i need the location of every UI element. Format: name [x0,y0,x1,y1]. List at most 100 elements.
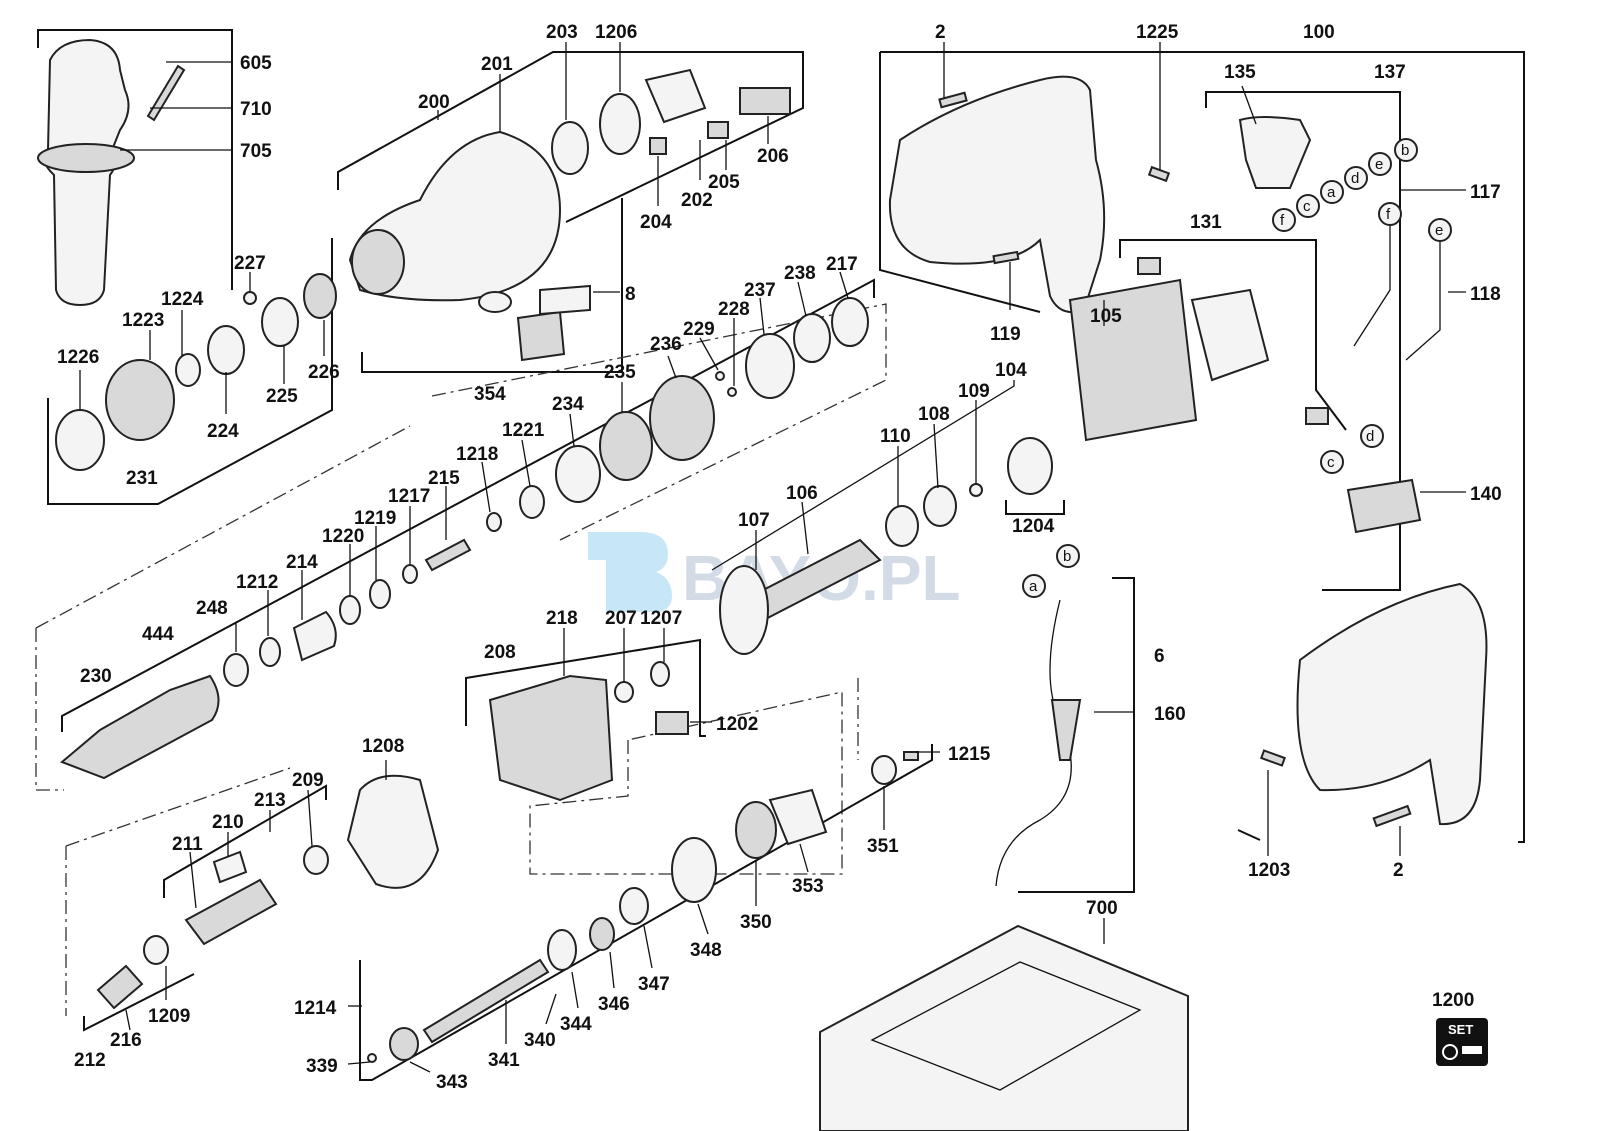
handle-collar-icon [37,143,135,173]
leader-347 [643,925,653,969]
label-110: 110 [880,426,911,447]
terminal-e-label: e [1375,156,1383,173]
label-237: 237 [744,280,776,301]
leader-236 [667,355,677,379]
sleeve-214-icon [292,610,337,662]
plate-225-icon [261,297,299,347]
bracket-6 [1018,577,1135,893]
label-230: 230 [80,666,112,687]
brush-d-icon [1360,424,1384,448]
label-1203: 1203 [1248,860,1290,881]
leader-1221 [521,439,531,487]
washer-347-icon [619,887,649,925]
clip-206-icon [739,87,791,115]
pin-215-icon [424,538,472,572]
cord-a-label: a [1029,578,1038,595]
complete-tool-group: 1203 2 [1248,582,1488,881]
assembled-drill-icon [1296,582,1488,826]
bracket-231 [47,238,333,505]
ring-1212-icon [259,637,281,667]
label-1221: 1221 [502,420,545,441]
leader-339 [347,1061,371,1065]
label-202: 202 [681,190,713,211]
label-1220: 1220 [322,526,364,547]
label-207: 207 [605,608,637,629]
spindle-230-icon [60,674,220,780]
bracket-131 [1119,239,1347,431]
shaft-341-icon [422,958,550,1044]
gasket-1208-icon [346,774,440,889]
set-ring-icon [1442,1044,1458,1060]
handle-screw-icon [146,64,186,122]
sleeve-1223-icon [105,359,175,441]
sleeve-211-icon [184,878,278,946]
watermark-b-icon [588,532,672,612]
clutch-235-icon [599,411,653,481]
label-140: 140 [1470,484,1502,505]
cord-b-icon [1056,544,1080,568]
washer-248-icon [223,653,249,687]
set-icon-text: SET [1448,1022,1473,1037]
ball-227-icon [243,291,257,305]
label-204: 204 [640,212,672,233]
terminal-f-label: f [1280,212,1285,229]
wire-f-label: f [1386,206,1391,223]
screw-119-icon [992,250,1020,265]
label-1225: 1225 [1136,22,1179,43]
wire-117-icon [1353,226,1391,347]
handle-bracket [37,29,233,290]
label-344: 344 [560,1014,592,1035]
label-444: 444 [142,624,174,645]
leader-209 [307,789,313,847]
label-108: 108 [918,404,950,425]
label-119: 119 [990,324,1021,345]
label-208: 208 [484,642,516,663]
leader-1218 [481,461,491,513]
flange-348-icon [671,837,717,903]
set-screw-icon [1462,1046,1482,1054]
label-131: 131 [1190,212,1222,233]
label-206: 206 [757,146,789,167]
carry-case-icon [819,924,1189,1131]
motor-group: c d 105 104 109 108 110 106 107 1204 140 [711,278,1502,655]
washer-224-icon [207,325,245,375]
terminal-f-icon [1272,208,1296,232]
label-212: 212 [74,1050,106,1071]
label-216: 216 [110,1030,142,1051]
ring-209-icon [303,845,329,875]
carry-case-group: 700 [819,898,1189,1131]
label-1214: 1214 [294,998,337,1019]
motor-housing-icon [888,75,1106,314]
label-346: 346 [598,994,630,1015]
label-227: 227 [234,253,266,274]
bearing-108-icon [923,485,957,527]
selector-354-icon [516,310,566,362]
leader-353 [799,843,809,873]
bracket-230 [61,278,875,732]
bracket-200 [337,51,804,223]
terminal-a-label: a [1327,184,1336,201]
wire-e-label: e [1435,222,1443,239]
label-705: 705 [240,141,272,162]
cord-b-label: b [1063,548,1071,565]
ring-1219-icon [369,579,391,609]
ring-1209-icon [143,935,169,965]
leader-238 [797,281,807,317]
bracket-137 [1205,91,1401,591]
ring-1220-icon [339,595,361,625]
brush-c-label: c [1327,454,1335,471]
bracket-1214 [359,744,933,1081]
label-1224: 1224 [161,289,204,310]
label-160: 160 [1154,704,1186,725]
leader-234 [569,413,575,447]
case-lid-icon [870,961,1142,1091]
wire-118-icon [1405,242,1441,361]
label-105: 105 [1090,306,1122,327]
bracket-1204 [1005,500,1065,515]
label-1217: 1217 [388,486,430,507]
block-1202-icon [655,711,689,735]
flange-dash-outline [529,678,859,875]
label-118: 118 [1470,284,1501,305]
label-6: 6 [1154,646,1165,667]
cord-a-icon [1022,574,1046,598]
